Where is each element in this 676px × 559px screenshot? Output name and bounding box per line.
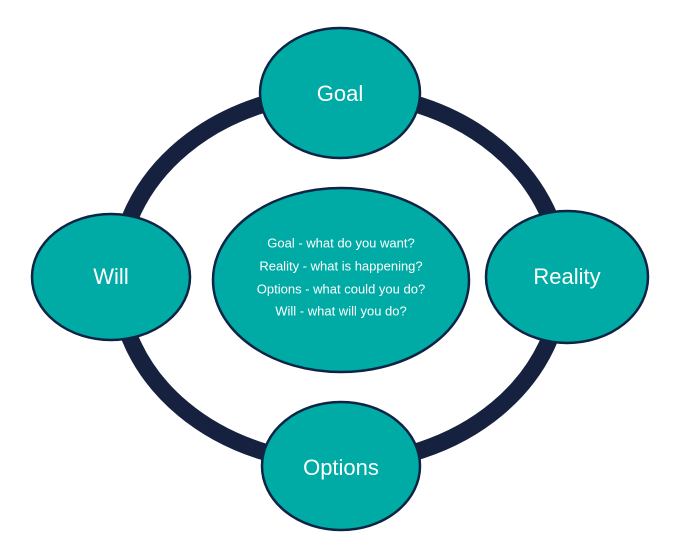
will-ellipse bbox=[30, 212, 192, 342]
center-line-reality: Reality - what is happening? bbox=[259, 258, 422, 273]
reality-node: Reality bbox=[484, 209, 650, 345]
options-node: Options bbox=[260, 400, 422, 532]
reality-label: Reality bbox=[533, 264, 600, 289]
will-label: Will bbox=[93, 264, 128, 289]
center-ellipse bbox=[211, 186, 471, 374]
goal-node: Goal bbox=[258, 26, 422, 160]
center-line-options: Options - what could you do? bbox=[257, 281, 425, 296]
options-label: Options bbox=[303, 455, 379, 480]
center-line-goal: Goal - what do you want? bbox=[267, 235, 414, 250]
goal-label: Goal bbox=[317, 81, 363, 106]
will-node: Will bbox=[30, 212, 192, 342]
reality-ellipse bbox=[484, 209, 650, 345]
center-node: Goal - what do you want? Reality - what … bbox=[211, 186, 471, 374]
goal-ellipse bbox=[258, 26, 422, 160]
options-ellipse bbox=[260, 400, 422, 532]
center-line-will: Will - what will you do? bbox=[275, 303, 407, 318]
